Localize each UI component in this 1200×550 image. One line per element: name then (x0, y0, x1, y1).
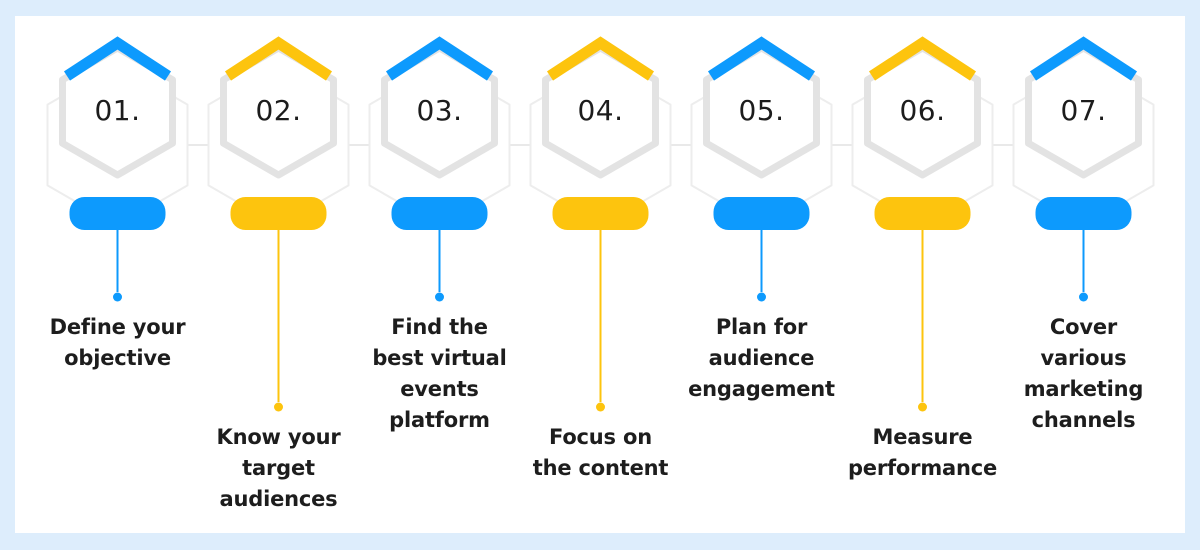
chevron-icon (1029, 36, 1138, 81)
hexagon (381, 44, 498, 179)
pill-badge (713, 197, 810, 230)
pill-badge (1035, 197, 1132, 230)
stem-short (435, 230, 444, 302)
step-2: 02. Know your target audiences (198, 30, 359, 511)
hexagon (703, 44, 820, 179)
stem-dot (274, 402, 283, 412)
hexagon (1025, 44, 1142, 179)
step-number: 02. (255, 94, 302, 127)
step-7: 07. Cover various marketing channels (1003, 30, 1164, 510)
step-3: 03. Find the best virtual events platfor… (359, 30, 520, 510)
step-1: 01. Define your objective (37, 30, 198, 510)
stem-dot (757, 292, 766, 302)
step-label: Find the best virtual events platform (372, 315, 507, 432)
hexagon (864, 44, 981, 179)
chevron-icon (546, 36, 655, 81)
stem-dot (435, 292, 444, 302)
stem-short (113, 230, 122, 302)
chevron-icon (707, 36, 816, 81)
stem-dot (1079, 292, 1088, 302)
step-number: 04. (577, 94, 624, 127)
step-graphic (690, 36, 833, 302)
step-number: 03. (416, 94, 463, 127)
stem-long (274, 230, 283, 412)
step-4: 04. Focus on the content (520, 30, 681, 510)
pill-badge (391, 197, 488, 230)
step-label: Know your target audiences (216, 425, 341, 511)
step-number: 07. (1060, 94, 1107, 127)
stem-dot (596, 402, 605, 412)
pill-badge (552, 197, 649, 230)
stem-short (1079, 230, 1088, 302)
pill-badge (230, 197, 327, 230)
step-graphic (851, 36, 994, 412)
step-number: 06. (899, 94, 946, 127)
hexagon (542, 44, 659, 179)
stem-dot (918, 402, 927, 412)
step-number: 05. (738, 94, 785, 127)
step-5: 05. Plan for audience engagement (681, 30, 842, 510)
step-graphic (207, 36, 350, 412)
chevron-icon (63, 36, 172, 81)
step-label: Measure performance (847, 425, 998, 480)
step-label: Define your objective (49, 315, 186, 370)
step-label: Cover various marketing channels (1023, 315, 1144, 432)
step-graphic (529, 36, 672, 412)
hexagon (59, 44, 176, 179)
chevron-icon (385, 36, 494, 81)
step-label: Plan for audience engagement (688, 315, 835, 401)
step-label: Focus on the content (532, 425, 669, 480)
step-graphic (1012, 36, 1155, 302)
stem-long (596, 230, 605, 412)
step-number: 01. (94, 94, 141, 127)
chevron-icon (224, 36, 333, 81)
stem-short (757, 230, 766, 302)
chevron-icon (868, 36, 977, 81)
pill-badge (874, 197, 971, 230)
stem-dot (113, 292, 122, 302)
step-graphic (368, 36, 511, 302)
stem-long (918, 230, 927, 412)
pill-badge (69, 197, 166, 230)
step-graphic (46, 36, 189, 302)
hexagon (220, 44, 337, 179)
step-6: 06. Measure performance (842, 30, 1003, 510)
